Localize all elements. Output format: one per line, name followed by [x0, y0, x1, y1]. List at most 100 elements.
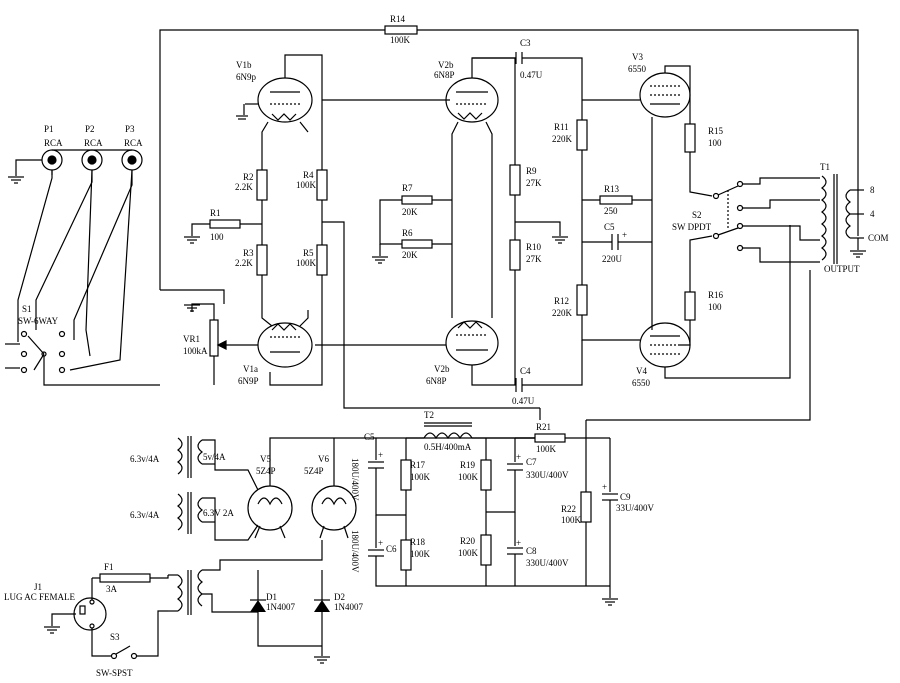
p2-ref: P2 — [85, 124, 95, 134]
v4-ref: V4 — [636, 366, 647, 376]
r2-ref: R2 — [243, 172, 254, 182]
r14-value: 100K — [390, 35, 411, 45]
r14-ref: R14 — [390, 14, 406, 24]
f1-ref: F1 — [104, 562, 114, 572]
r18-value: 100K — [410, 549, 431, 559]
c5p-value: 180U/400V — [350, 458, 360, 501]
j1-type: LUG AC FEMALE — [4, 592, 76, 602]
c7-plus: + — [516, 452, 521, 462]
s2-ref: S2 — [692, 210, 702, 220]
c9-ref: C9 — [620, 492, 631, 502]
p3-ref: P3 — [125, 124, 135, 134]
winding-2: 6.3v/4A — [130, 510, 160, 520]
r7-value: 20K — [402, 207, 418, 217]
c9-plus: + — [602, 482, 607, 492]
r21-value: 100K — [536, 444, 557, 454]
v2b-top-type: 6N8P — [434, 70, 455, 80]
c8-value: 330U/400V — [526, 558, 569, 568]
c8-plus: + — [516, 538, 521, 548]
t1-ref: T1 — [820, 162, 830, 172]
c4-ref: C4 — [520, 366, 531, 376]
r16-value: 100 — [708, 302, 722, 312]
d1-ref: D1 — [266, 592, 277, 602]
winding-4: 6.3V 2A — [203, 508, 234, 518]
t2-ref: T2 — [424, 410, 434, 420]
r22-ref: R22 — [561, 504, 576, 514]
r19-value: 100K — [458, 472, 479, 482]
v3-ref: V3 — [632, 52, 643, 62]
c5-plus: + — [622, 230, 627, 240]
c7-value: 330U/400V — [526, 470, 569, 480]
r16-ref: R16 — [708, 290, 724, 300]
r9-ref: R9 — [526, 166, 537, 176]
v5-type: 5Z4P — [256, 466, 276, 476]
s2-type: SW DPDT — [672, 222, 712, 232]
v1a-ref: V1a — [243, 364, 258, 374]
v6-type: 5Z4P — [304, 466, 324, 476]
output-label: OUTPUT — [824, 264, 860, 274]
v1b-type: 6N9p — [236, 72, 256, 82]
r6-value: 20K — [402, 250, 418, 260]
v1a-type: 6N9P — [238, 376, 259, 386]
output-stage: R11 220K R12 220K R13 250 C5 + 220U V3 6… — [539, 52, 898, 421]
r20-value: 100K — [458, 548, 479, 558]
r13-ref: R13 — [604, 184, 620, 194]
r20-ref: R20 — [460, 536, 476, 546]
p3-type: RCA — [124, 138, 143, 148]
p1-ref: P1 — [44, 124, 54, 134]
r3-ref: R3 — [243, 248, 254, 258]
r17-value: 100K — [410, 472, 431, 482]
mains-input: F1 3A J1 LUG AC FEMALE S3 SW-SPST — [4, 562, 169, 678]
v2b-top-ref: V2b — [438, 60, 454, 70]
c5-ref: C5 — [604, 222, 615, 232]
r1-value: 100 — [210, 232, 224, 242]
v1b-ref: V1b — [236, 60, 252, 70]
v2b-bot-type: 6N8P — [426, 376, 447, 386]
r12-ref: R12 — [554, 296, 569, 306]
r10-ref: R10 — [526, 242, 542, 252]
s3-ref: S3 — [110, 632, 120, 642]
v2-stage: C3 0.47U V2b 6N8P R9 27K R10 27K R7 20K … — [315, 38, 583, 406]
r17-ref: R17 — [410, 460, 426, 470]
c5-value: 220U — [602, 254, 623, 264]
r22-value: 100K — [561, 515, 582, 525]
c9-value: 33U/400V — [616, 503, 655, 513]
v2b-bot-ref: V2b — [434, 364, 450, 374]
r11-value: 220K — [552, 134, 573, 144]
r12-value: 220K — [552, 308, 573, 318]
s3-type: SW-SPST — [96, 668, 133, 678]
r6-ref: R6 — [402, 228, 413, 238]
tap-com: COM — [868, 233, 889, 243]
tap-8: 8 — [870, 185, 875, 195]
tap-4: 4 — [870, 209, 875, 219]
input-section: P1 RCA P2 RCA P3 RCA S1 SW-6WAY — [5, 124, 160, 386]
r5-value: 100K — [296, 258, 317, 268]
v6-ref: V6 — [318, 454, 329, 464]
p1-type: RCA — [44, 138, 63, 148]
feedback-loop: R14 100K — [159, 14, 859, 304]
r4-value: 100K — [296, 180, 317, 190]
c3-ref: C3 — [520, 38, 531, 48]
v3-type: 6550 — [628, 64, 647, 74]
r13-value: 250 — [604, 206, 618, 216]
v4-type: 6550 — [632, 378, 651, 388]
r15-value: 100 — [708, 138, 722, 148]
vr1-value: 100kA — [183, 346, 208, 356]
c6-plus: + — [378, 538, 383, 548]
c6-value: 180U/400V — [350, 530, 360, 573]
r18-ref: R18 — [410, 537, 426, 547]
r4-ref: R4 — [303, 170, 314, 180]
d1-type: 1N4007 — [266, 602, 295, 612]
r1-ref: R1 — [210, 208, 221, 218]
j1-ref: J1 — [34, 582, 42, 592]
r9-value: 27K — [526, 178, 542, 188]
r11-ref: R11 — [554, 122, 569, 132]
s1-type: SW-6WAY — [18, 316, 59, 326]
c7-ref: C7 — [526, 457, 537, 467]
r15-ref: R15 — [708, 126, 724, 136]
v5-ref: V5 — [260, 454, 271, 464]
r2-value: 2.2K — [235, 182, 253, 192]
v1-stage: V1b 6N9p R2 2.2K R3 2.2K R1 100 R4 100K … — [183, 54, 540, 409]
r3-value: 2.2K — [235, 258, 253, 268]
